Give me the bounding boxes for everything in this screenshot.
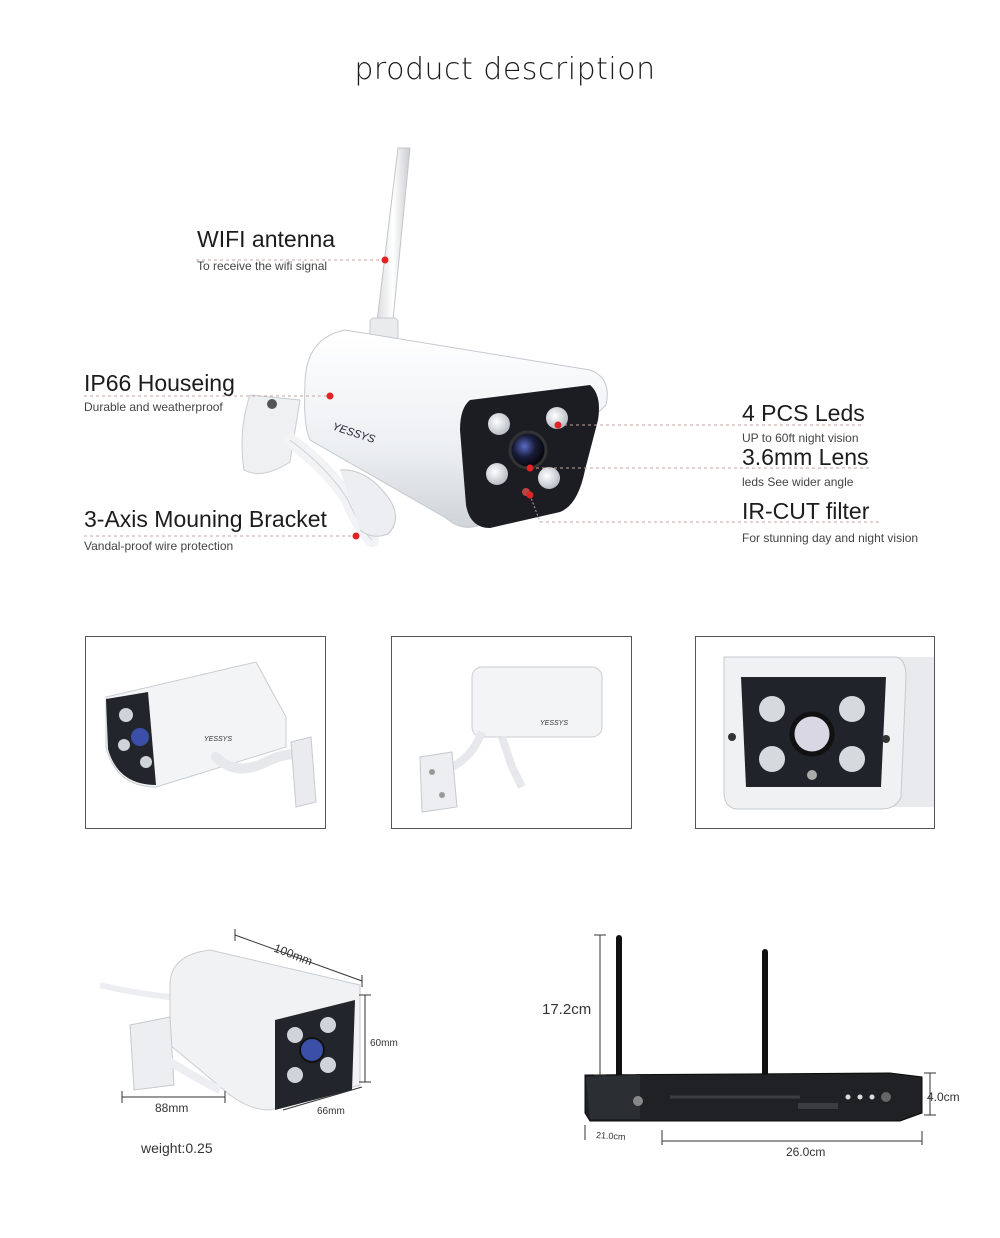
- camera-depth-label: 88mm: [155, 1101, 189, 1115]
- feature-lens: 3.6mm Lens leds See wider angle: [742, 444, 869, 489]
- feature-title: 4 PCS Leds: [742, 400, 865, 426]
- camera-photo-side: YESSYS: [419, 666, 603, 813]
- nvr-depth-label: 21.0cm: [595, 1129, 626, 1143]
- camera-body-shape: [304, 329, 608, 528]
- camera-photo-closeup: [723, 656, 934, 810]
- feature-bracket: 3-Axis Mouning Bracket Vandal-proof wire…: [84, 506, 327, 553]
- main-camera-illustration: YESSYS: [84, 147, 880, 547]
- feature-title: IR-CUT filter: [742, 498, 870, 524]
- nvr-antenna-height-label: 17.2cm: [542, 1001, 592, 1018]
- feature-leds: 4 PCS Leds UP to 60ft night vision: [742, 400, 865, 445]
- feature-subtitle: Vandal-proof wire protection: [84, 539, 234, 553]
- photo-panel-front-left: YESSYS: [85, 636, 326, 829]
- feature-title: 3.6mm Lens: [742, 444, 869, 470]
- camera-width-label: 66mm: [317, 1106, 345, 1117]
- feature-ir-cut: IR-CUT filter For stunning day and night…: [742, 498, 918, 545]
- feature-wifi-antenna: WIFI antenna To receive the wifi signal: [197, 226, 335, 273]
- feature-subtitle: For stunning day and night vision: [742, 531, 919, 545]
- photo-panel-lens-closeup: [695, 636, 935, 829]
- feature-subtitle: UP to 60ft night vision: [742, 431, 859, 445]
- feature-subtitle: To receive the wifi signal: [197, 259, 328, 273]
- camera-dimension-drawing: [99, 929, 371, 1111]
- antenna-shape: [369, 147, 411, 341]
- nvr-width-label: 26.0cm: [786, 1145, 826, 1159]
- feature-title: WIFI antenna: [197, 226, 336, 252]
- camera-weight-label: weight:0.25: [141, 1140, 213, 1156]
- camera-height-label: 60mm: [370, 1038, 398, 1049]
- page-title: product description: [354, 52, 656, 87]
- bracket-shape: [241, 394, 396, 547]
- feature-subtitle: Durable and weatherproof: [84, 400, 223, 414]
- photo-panel-side: YESSYS: [391, 636, 632, 829]
- feature-title: 3-Axis Mouning Bracket: [84, 506, 327, 532]
- feature-title: IP66 Houseing: [84, 370, 235, 396]
- camera-photo-front: YESSYS: [105, 661, 317, 808]
- brand-logo: YESSYS: [204, 736, 232, 743]
- nvr-height-label: 4.0cm: [927, 1090, 960, 1104]
- nvr-dimension-drawing: [584, 934, 936, 1145]
- feature-subtitle: leds See wider angle: [742, 475, 854, 489]
- feature-housing: IP66 Houseing Durable and weatherproof: [84, 370, 235, 414]
- brand-logo: YESSYS: [540, 720, 568, 727]
